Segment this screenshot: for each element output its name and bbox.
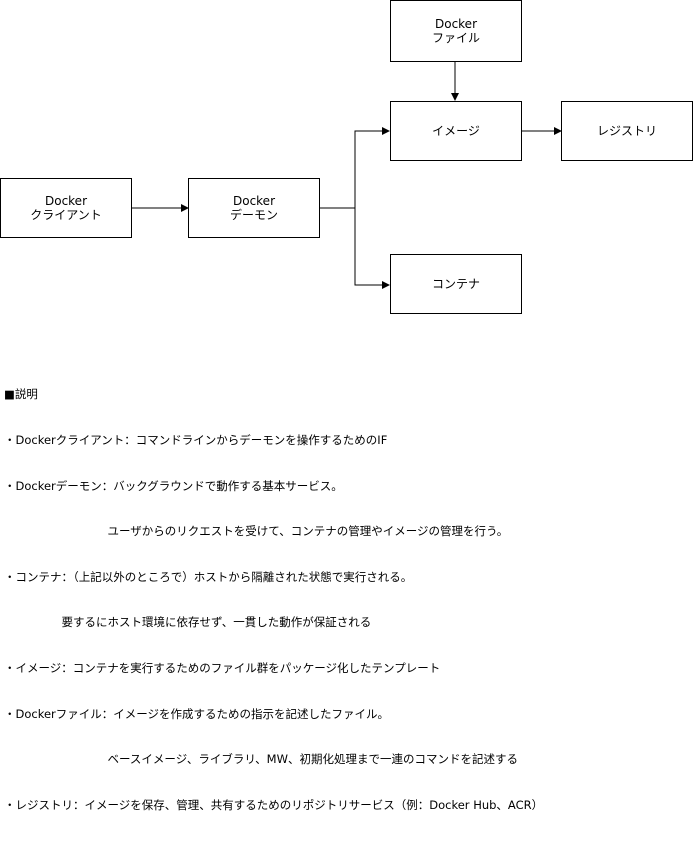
diagram-canvas: Docker ファイル イメージ レジストリ Docker クライアント Doc…: [0, 0, 693, 812]
arrow-daemon-to-container: [354, 208, 390, 289]
arrow-daemon-to-image: [319, 127, 390, 209]
container-node-label: コンテナ: [431, 277, 480, 291]
client-node-line1: Docker: [44, 194, 88, 208]
dockerfile-node-line2: ファイル: [431, 31, 480, 45]
legend-line: ・イメージ：コンテナを実行するためのファイル群をパッケージ化したテンプレート: [4, 660, 441, 675]
daemon-node-line1: Docker: [232, 194, 276, 208]
client-node-line2: クライアント: [30, 208, 102, 222]
registry-node[interactable]: レジストリ: [561, 101, 693, 161]
legend-line: ユーザからのリクエストを受けて、コンテナの管理やイメージの管理を行う。: [4, 524, 509, 539]
client-node[interactable]: Docker クライアント: [0, 178, 132, 238]
dockerfile-node[interactable]: Docker ファイル: [390, 0, 522, 62]
container-node[interactable]: コンテナ: [390, 254, 522, 314]
legend-line: ・Dockerファイル：イメージを作成するための指示を記述したファイル。: [4, 706, 390, 721]
legend-line: ベースイメージ、ライブラリ、MW、初期化処理まで一連のコマンドを記述する: [4, 752, 518, 767]
dockerfile-node-line1: Docker: [434, 17, 478, 31]
image-node[interactable]: イメージ: [390, 101, 522, 161]
connector-layer: [131, 61, 562, 289]
legend-line: ・レジストリ：イメージを保存、管理、共有するためのリポジトリサービス（例：Doc…: [4, 797, 544, 812]
image-node-label: イメージ: [432, 124, 480, 138]
legend-heading: ■説明: [4, 387, 38, 402]
daemon-node-line2: デーモン: [229, 208, 278, 222]
legend-line: ・Dockerデーモン：バックグラウンドで動作する基本サービス。: [4, 478, 343, 493]
legend-block: ■説明 ・Dockerクライアント：コマンドラインからデーモンを操作するためのI…: [4, 357, 543, 843]
registry-node-label: レジストリ: [596, 124, 657, 138]
legend-line: ・Dockerクライアント：コマンドラインからデーモンを操作するためのIF: [4, 433, 388, 447]
legend-line: ・コンテナ：（上記以外のところで）ホストから隔離された状態で実行される。: [4, 569, 413, 584]
legend-line: 要するにホスト環境に依存せず、一貫した動作が保証される: [4, 615, 372, 630]
daemon-node[interactable]: Docker デーモン: [188, 178, 320, 238]
